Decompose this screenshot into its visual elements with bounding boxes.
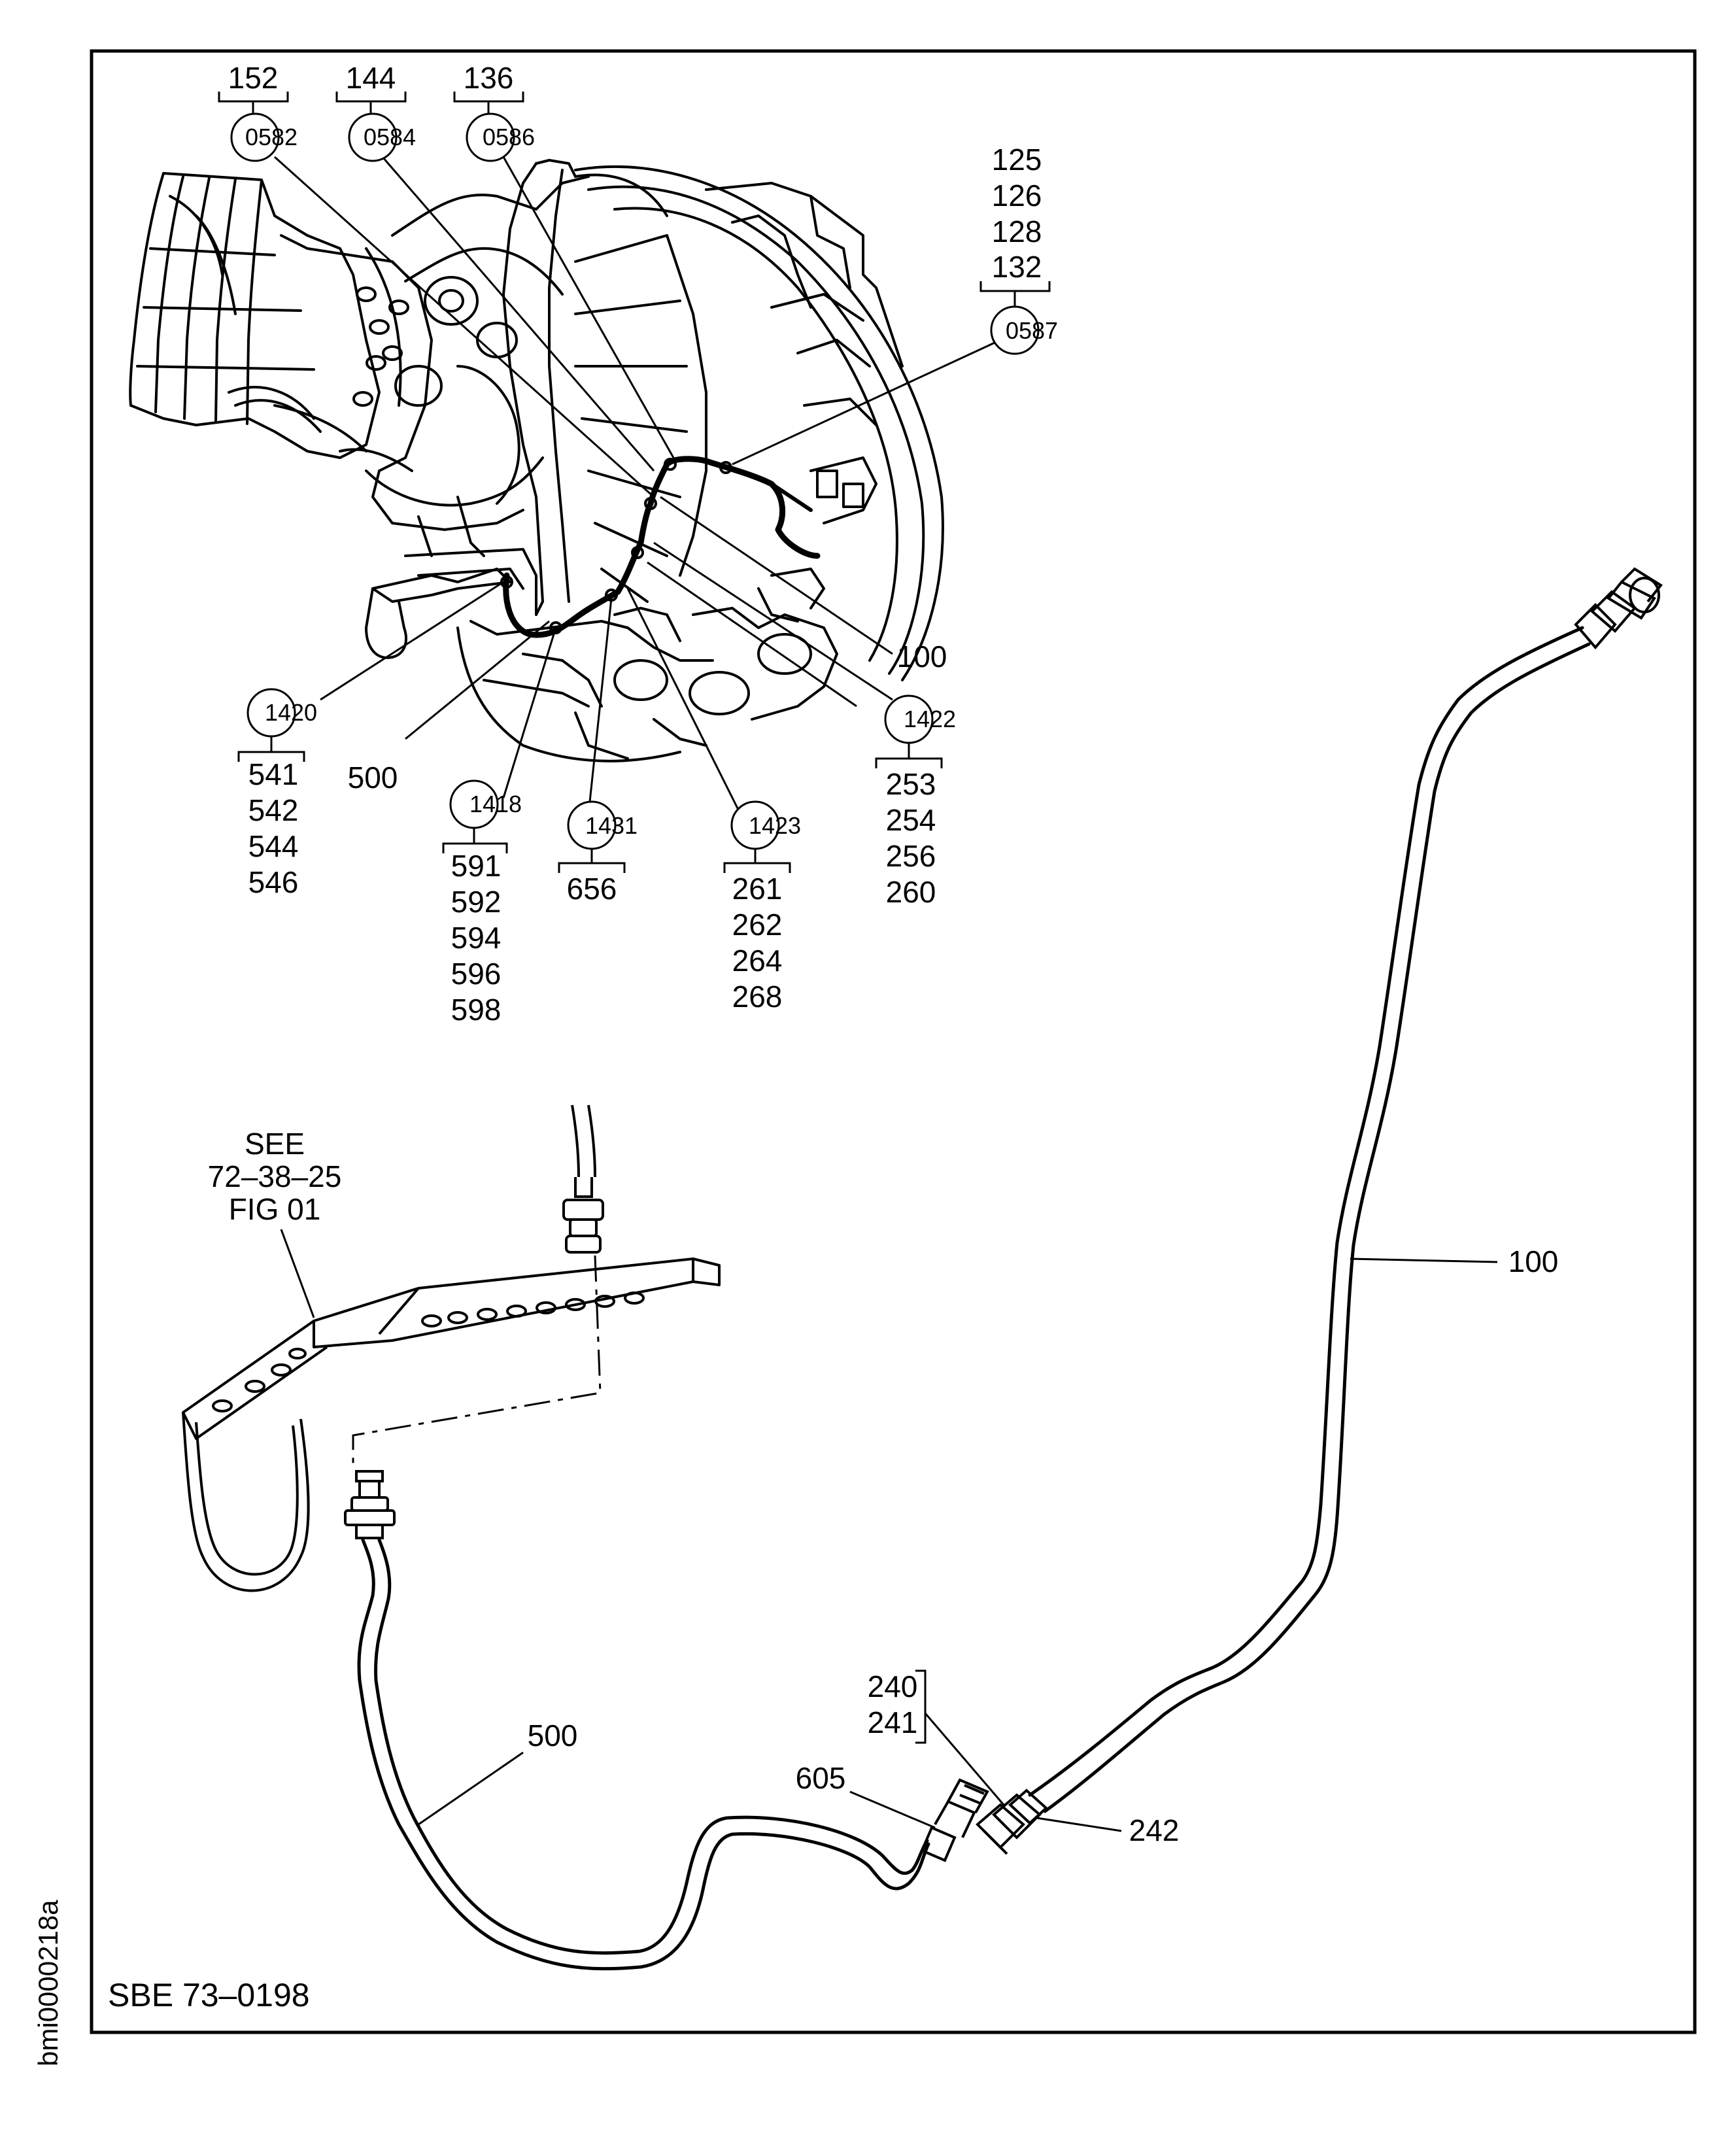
callout-0587-item-0: 125 bbox=[992, 143, 1042, 177]
leader-lines-upper bbox=[273, 156, 1001, 815]
callout-1420-item-3: 546 bbox=[248, 865, 299, 899]
fitting-605 bbox=[920, 1778, 989, 1862]
label-nut-241: 241 bbox=[868, 1705, 918, 1739]
label-fitting-605: 605 bbox=[796, 1761, 846, 1795]
callout-1422: 1422 253 254 256 260 bbox=[875, 694, 956, 909]
callout-1420-item-2: 544 bbox=[248, 829, 299, 863]
label-tube-500-upper: 500 bbox=[348, 761, 398, 795]
callout-1423-item-2: 264 bbox=[732, 944, 783, 978]
callout-1431: 1431 656 bbox=[558, 800, 638, 906]
label-tube-100-upper: 100 bbox=[897, 640, 947, 674]
tube-500 bbox=[357, 1538, 930, 1971]
callout-0584: 144 0584 bbox=[335, 61, 416, 162]
centerline bbox=[352, 1255, 602, 1468]
callout-0582-item-0: 152 bbox=[228, 61, 279, 95]
callout-0582: 152 0582 bbox=[218, 61, 298, 162]
callout-1423: 1423 261 262 264 268 bbox=[723, 800, 801, 1014]
leader-100-lower bbox=[1350, 1257, 1498, 1263]
tube-100 bbox=[1028, 626, 1591, 1813]
fitting-500-end bbox=[344, 1470, 396, 1539]
callout-1422-circle: 1422 bbox=[904, 706, 956, 732]
label-nut-240: 240 bbox=[868, 1669, 918, 1703]
engine-illustration bbox=[129, 159, 944, 762]
callout-0584-item-0: 144 bbox=[346, 61, 396, 95]
callout-1418-item-2: 594 bbox=[451, 921, 502, 955]
callout-0587-circle: 0587 bbox=[1006, 317, 1058, 344]
upper-fitting bbox=[562, 1104, 604, 1254]
callout-0587-item-3: 132 bbox=[992, 250, 1042, 284]
callout-1420: 1420 541 542 544 546 bbox=[237, 688, 317, 899]
callout-1423-item-0: 261 bbox=[732, 872, 783, 906]
callout-1418-item-4: 598 bbox=[451, 993, 502, 1027]
callout-1420-circle: 1420 bbox=[265, 699, 317, 726]
callout-1422-item-1: 254 bbox=[886, 803, 936, 837]
callout-1423-circle: 1423 bbox=[749, 812, 801, 839]
callout-0587-item-2: 128 bbox=[992, 214, 1042, 248]
leader-242 bbox=[1036, 1817, 1122, 1832]
see-note-leader bbox=[280, 1229, 315, 1318]
callout-0584-circle: 0584 bbox=[364, 124, 416, 150]
callout-0586: 136 0586 bbox=[453, 61, 535, 162]
leader-500-lower bbox=[418, 1751, 524, 1826]
image-id: bmi0000218a bbox=[33, 1900, 63, 2066]
callout-0587: 125 126 128 132 0587 bbox=[979, 143, 1058, 355]
callout-1431-circle: 1431 bbox=[585, 812, 638, 839]
callout-1422-item-2: 256 bbox=[886, 839, 936, 873]
callout-1420-item-0: 541 bbox=[248, 757, 299, 791]
label-tube-100-lower: 100 bbox=[1508, 1244, 1559, 1278]
see-note-line3: FIG 01 bbox=[229, 1192, 321, 1226]
callout-0582-circle: 0582 bbox=[245, 124, 298, 150]
leader-605 bbox=[849, 1790, 936, 1829]
callout-1431-item-0: 656 bbox=[567, 872, 617, 906]
callout-1423-item-3: 268 bbox=[732, 980, 783, 1014]
callout-1422-item-3: 260 bbox=[886, 875, 936, 909]
callout-1423-item-1: 262 bbox=[732, 908, 783, 942]
sbe-reference: SBE 73–0198 bbox=[108, 1977, 310, 2013]
callout-0587-item-1: 126 bbox=[992, 179, 1042, 213]
figure-border bbox=[90, 49, 1697, 2034]
union-fitting bbox=[976, 1788, 1048, 1855]
bracket-240-241 bbox=[915, 1669, 927, 1744]
callout-0586-item-0: 136 bbox=[464, 61, 514, 95]
callout-1418: 1418 591 592 594 596 598 bbox=[442, 779, 522, 1027]
label-union-242: 242 bbox=[1129, 1813, 1180, 1847]
bracket bbox=[182, 1257, 721, 1592]
see-note-line2: 72–38–25 bbox=[208, 1159, 342, 1193]
leader-240-241 bbox=[924, 1713, 1005, 1805]
see-note-line1: SEE bbox=[245, 1127, 305, 1161]
label-tube-500-lower: 500 bbox=[528, 1718, 578, 1752]
fitting-100-end bbox=[1574, 567, 1663, 650]
callout-1418-item-3: 596 bbox=[451, 957, 502, 991]
callout-1418-circle: 1418 bbox=[469, 791, 522, 817]
callout-1420-item-1: 542 bbox=[248, 793, 299, 827]
callout-1418-item-0: 591 bbox=[451, 849, 502, 883]
callout-1422-item-0: 253 bbox=[886, 767, 936, 801]
callout-1418-item-1: 592 bbox=[451, 885, 502, 919]
callout-0586-circle: 0586 bbox=[483, 124, 535, 150]
